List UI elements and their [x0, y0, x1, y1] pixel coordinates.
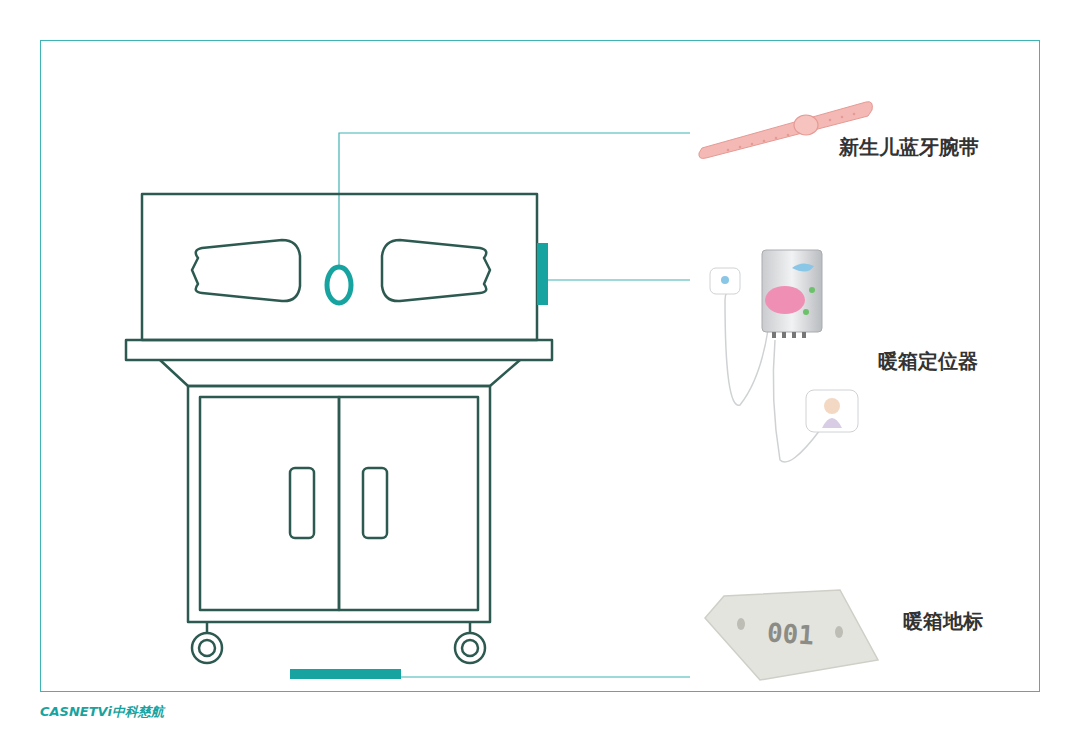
leader-lines — [339, 133, 690, 677]
part-name: 暖箱定位器 — [878, 348, 978, 375]
floor-tag-picture — [705, 590, 878, 680]
part-name: 新生儿蓝牙腕带 — [839, 134, 979, 161]
floor-marker-bar — [290, 669, 401, 679]
floor-tag-number: 001 — [766, 617, 815, 650]
part-name: 暖箱地标 — [903, 608, 983, 635]
locator-bar — [537, 243, 548, 305]
locator-picture — [710, 250, 858, 462]
logo: CASNETVi中科慈航 — [40, 703, 164, 721]
wristband-ring — [327, 267, 351, 303]
frame — [41, 41, 1040, 692]
floor-tag: 001 — [761, 615, 818, 653]
incubator — [126, 194, 552, 663]
